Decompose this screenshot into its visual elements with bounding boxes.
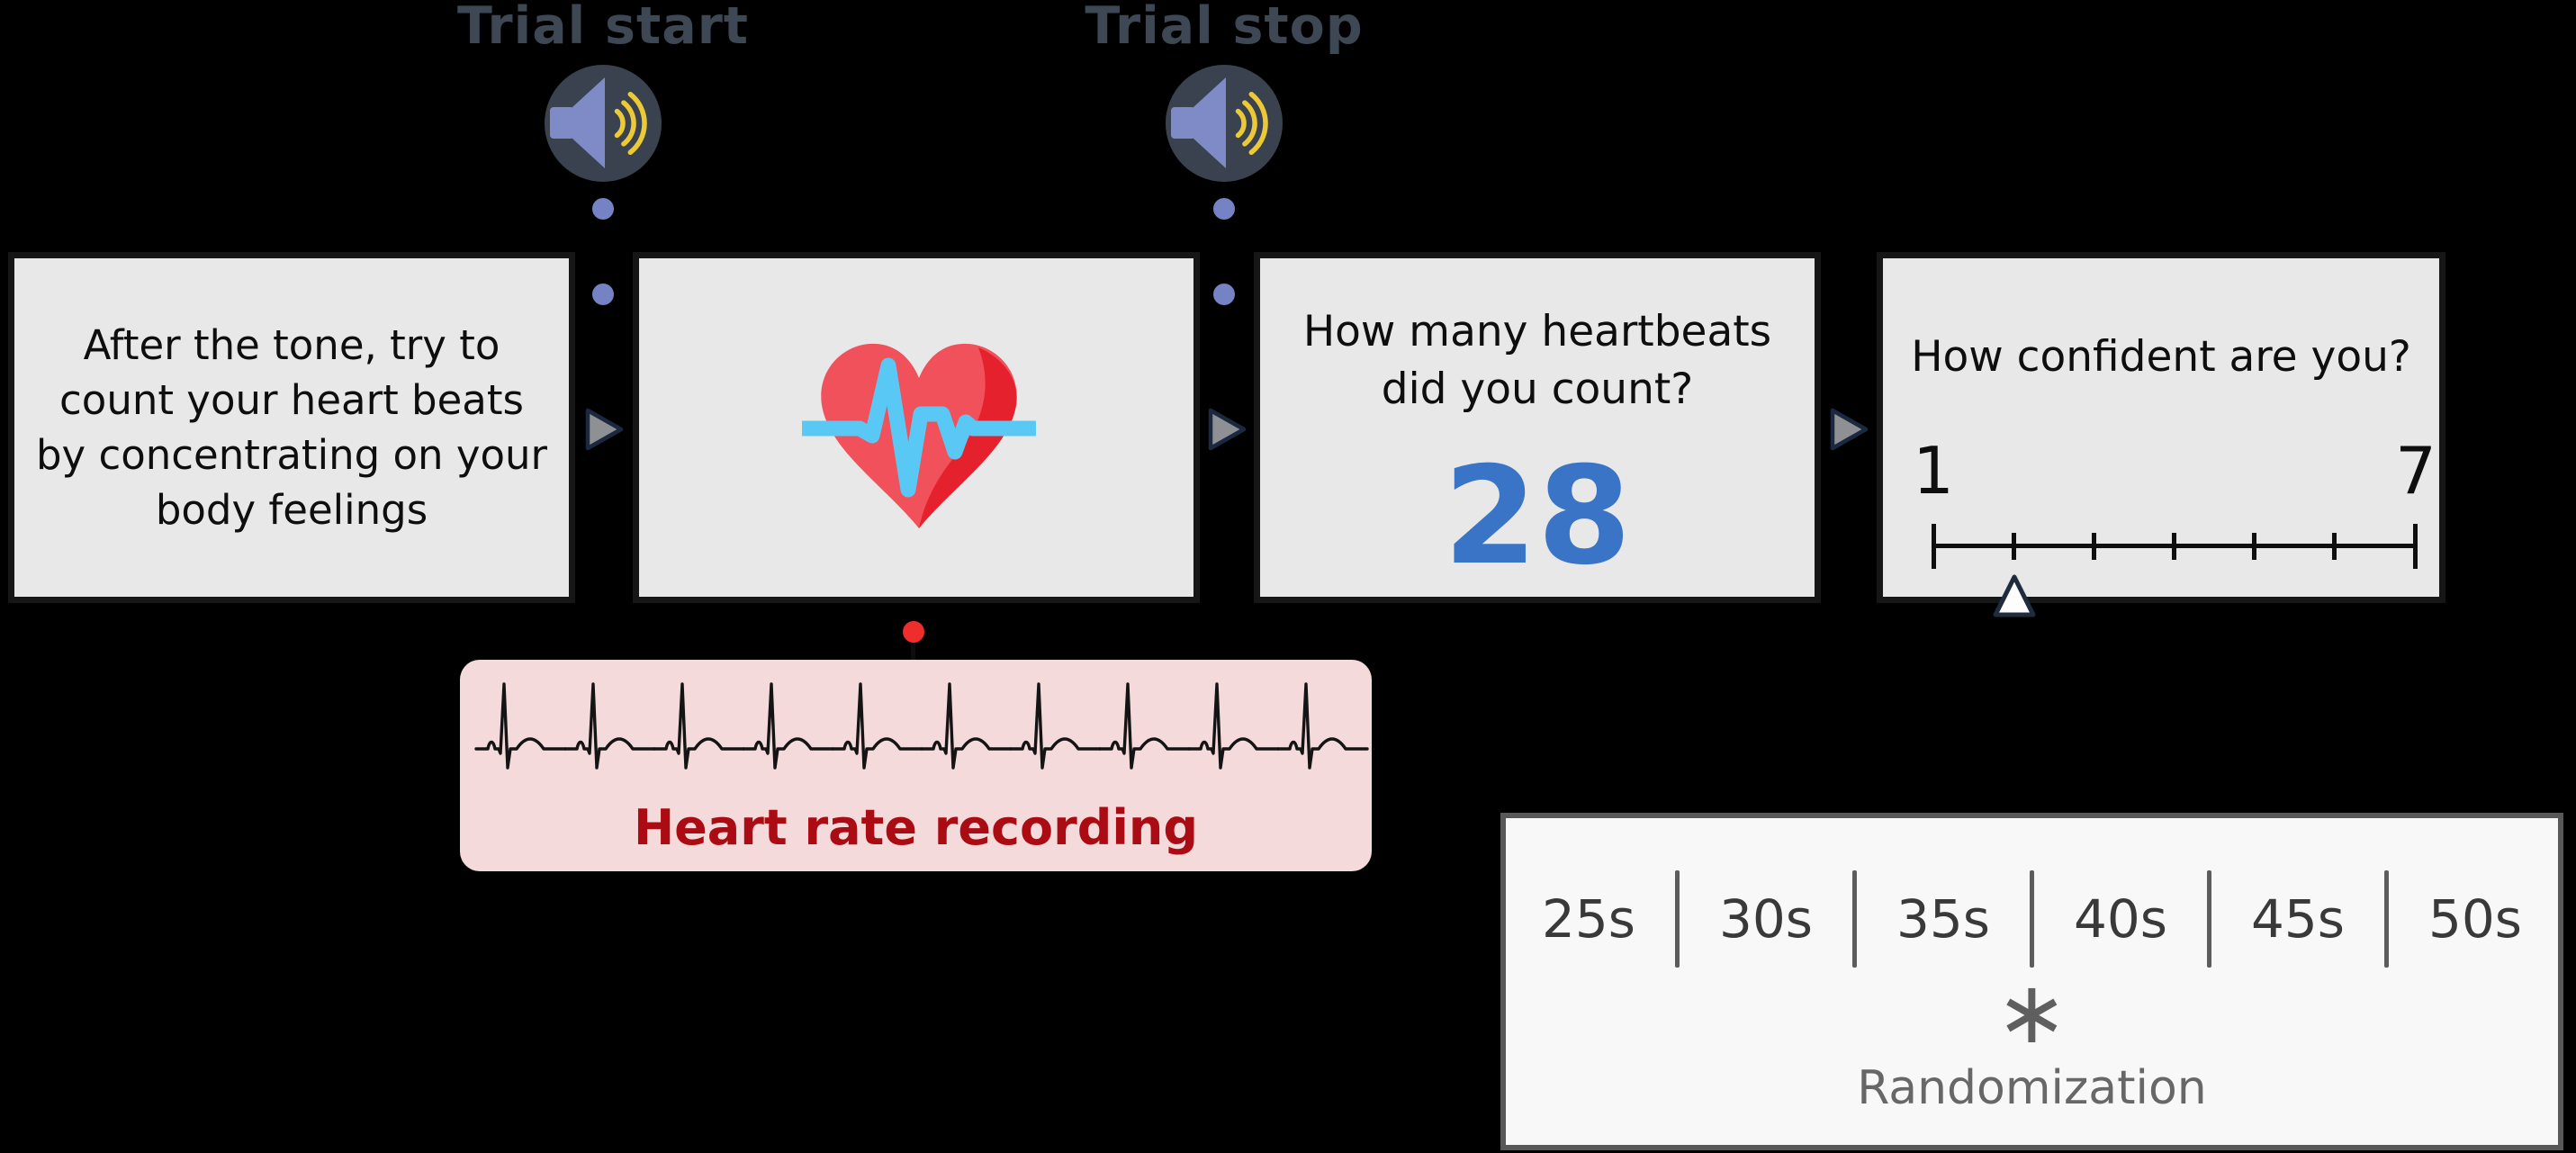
confidence-question-text: How confident are you? xyxy=(1911,332,2411,382)
trial-start-label: Trial start xyxy=(456,0,750,56)
trial-durations-row: 25s 30s 35s 40s 45s 50s xyxy=(1506,870,2558,968)
scale-tick xyxy=(2172,533,2176,560)
scale-tick xyxy=(2412,524,2418,569)
divider xyxy=(1852,870,1857,968)
duration-option: 35s xyxy=(1896,888,1991,950)
scale-tick xyxy=(1931,524,1936,569)
duration-option: 40s xyxy=(2073,888,2168,950)
instruction-panel: After the tone, try to count your heart … xyxy=(8,252,575,603)
arrow-right-icon xyxy=(1830,408,1869,451)
count-question-panel: How many heartbeats did you count? 28 xyxy=(1254,252,1821,603)
divider xyxy=(2207,870,2211,968)
ecg-trace xyxy=(474,682,1369,770)
scale-tick xyxy=(2332,533,2337,560)
arrow-right-icon xyxy=(1208,408,1247,451)
scale-tick xyxy=(2091,533,2096,560)
heart-rate-recording-label: Heart rate recording xyxy=(633,799,1199,856)
heart-pulse-icon xyxy=(802,343,1036,528)
instruction-text: After the tone, try to count your heart … xyxy=(35,321,548,534)
connector-dot xyxy=(592,284,614,305)
duration-option: 50s xyxy=(2427,888,2523,950)
duration-option: 45s xyxy=(2250,888,2346,950)
divider xyxy=(1675,870,1680,968)
asterisk-icon: ∗ xyxy=(1995,962,2068,1063)
scale-tick xyxy=(2252,533,2257,560)
triangle-marker-icon xyxy=(1993,574,2036,617)
divider xyxy=(2030,870,2034,968)
red-connector-dot xyxy=(903,621,924,643)
heartbeat-count-value: 28 xyxy=(1443,438,1632,595)
heart-rate-recording-box: Heart rate recording xyxy=(460,660,1372,871)
randomization-label: Randomization xyxy=(1857,1061,2207,1115)
scale-min-label: 1 xyxy=(1913,433,1954,509)
count-question-text: How many heartbeats did you count? xyxy=(1302,307,1772,414)
connector-dot xyxy=(1213,284,1235,305)
counting-panel xyxy=(633,252,1200,603)
connector-dot xyxy=(1213,198,1235,220)
arrow-right-icon xyxy=(585,408,624,451)
confidence-panel: How confident are you? 1 7 xyxy=(1877,252,2445,617)
speaker-icon xyxy=(545,65,662,182)
divider xyxy=(2384,870,2389,968)
scale-max-label: 7 xyxy=(2395,433,2436,509)
speaker-icon xyxy=(1166,65,1283,182)
duration-option: 30s xyxy=(1718,888,1814,950)
duration-option: 25s xyxy=(1541,888,1636,950)
scale-tick xyxy=(2011,533,2016,560)
trial-stop-label: Trial stop xyxy=(1085,0,1364,56)
connector-dot xyxy=(592,198,614,220)
randomization-box: 25s 30s 35s 40s 45s 50s ∗ Randomization xyxy=(1500,813,2563,1150)
